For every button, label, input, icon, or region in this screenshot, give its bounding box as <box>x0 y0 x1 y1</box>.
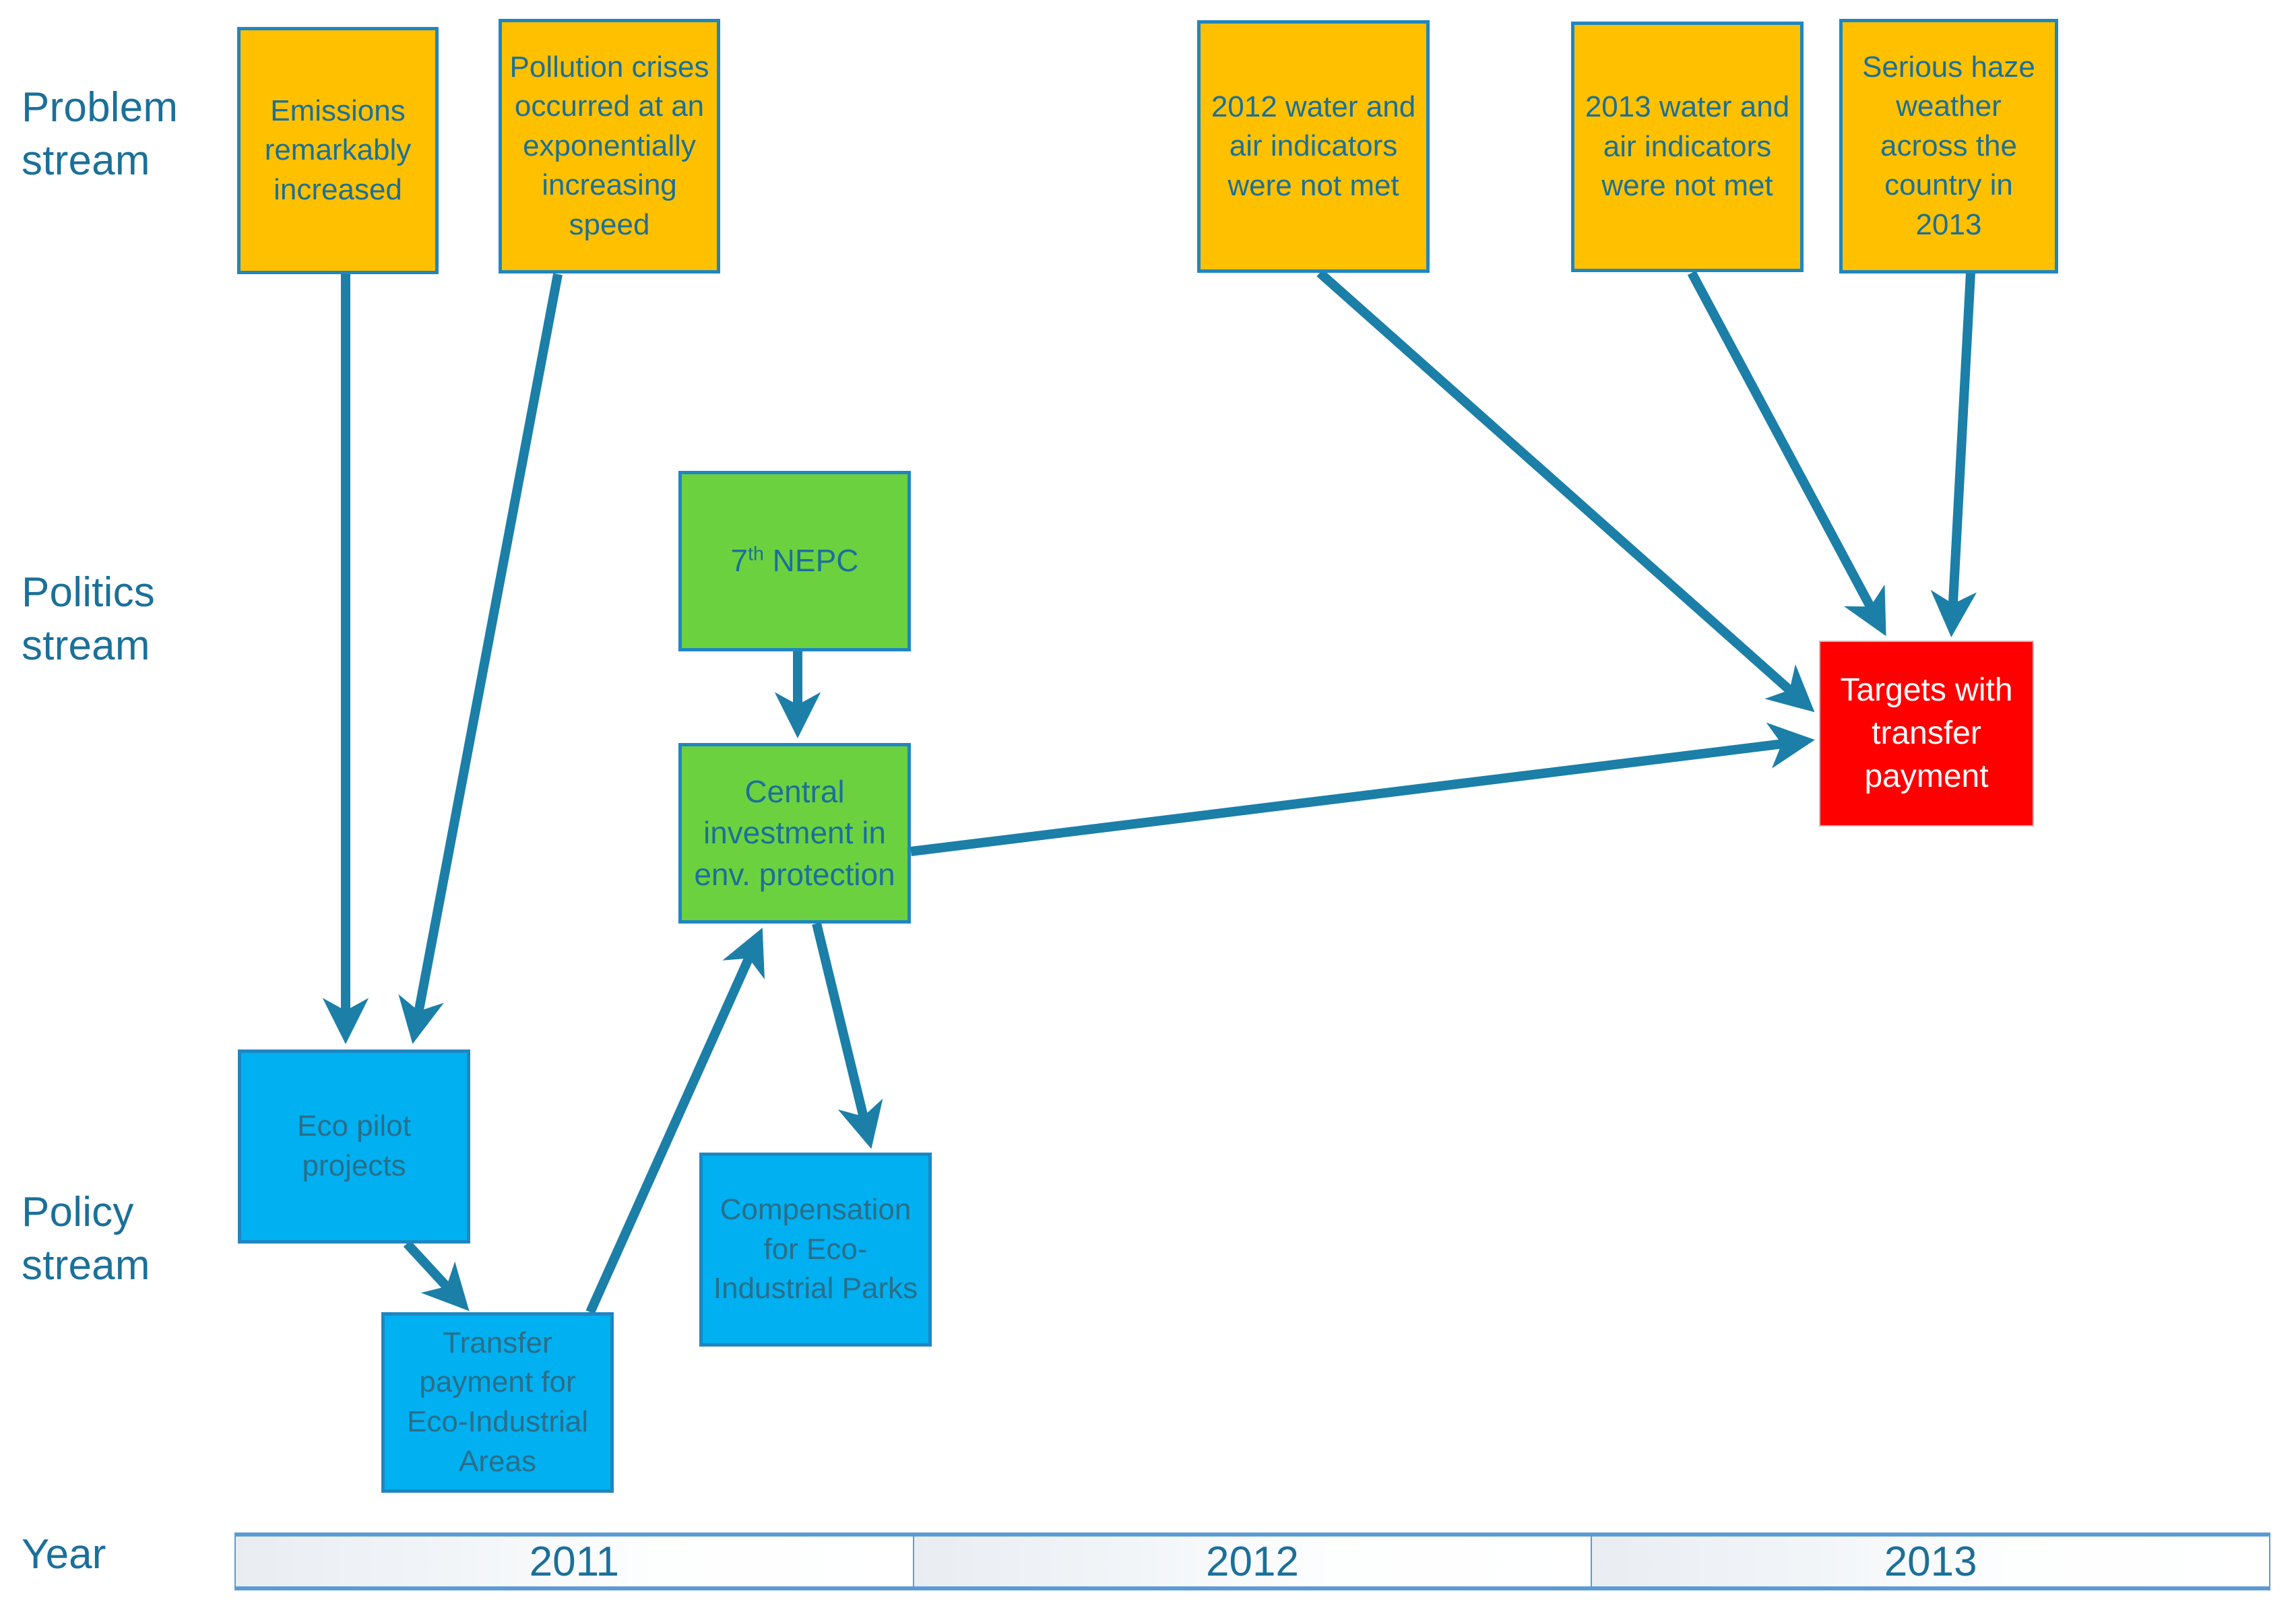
timeline-row-label: Year <box>22 1531 106 1578</box>
stream-label-policy: Policy stream <box>22 1189 150 1289</box>
node-label: Emissions remarkably increased <box>264 94 412 206</box>
node-label: Eco pilot projects <box>297 1109 411 1182</box>
arrow-water2013-to-targets <box>1687 270 1886 637</box>
node-serious-haze-weather[interactable]: Serious haze weather across the country … <box>1839 19 2058 273</box>
stream-label-problem: Problem stream <box>22 84 179 185</box>
stream-label-politics: Politics stream <box>22 569 155 670</box>
node-targets-with-transfer-payment[interactable]: Targets with transfer payment <box>1819 641 2034 827</box>
timeline-cell-2011[interactable]: 2011 <box>234 1532 914 1590</box>
node-label: 7th NEPC <box>730 543 859 579</box>
node-transfer-payment-eco-industrial-areas[interactable]: Transfer payment for Eco-Industrial Area… <box>381 1312 614 1493</box>
node-emissions-remarkably-increased[interactable]: Emissions remarkably increased <box>237 27 439 274</box>
arrow-central-to-compensation <box>812 922 883 1149</box>
node-label: 2013 water and air indicators were not m… <box>1585 90 1790 203</box>
node-compensation-eco-industrial-parks[interactable]: Compensation for Eco-Industrial Parks <box>699 1153 932 1347</box>
node-label: Targets with transfer payment <box>1840 672 2013 794</box>
node-label: Compensation for Eco-Industrial Parks <box>713 1193 918 1305</box>
arrow-water2012-to-targets <box>1316 269 1815 713</box>
node-2012-water-air-indicators[interactable]: 2012 water and air indicators were not m… <box>1197 20 1430 273</box>
node-2013-water-air-indicators[interactable]: 2013 water and air indicators were not m… <box>1571 22 1804 272</box>
node-7th-nepc[interactable]: 7th NEPC <box>678 471 911 651</box>
node-label: Transfer payment for Eco-Industrial Area… <box>406 1326 588 1478</box>
node-label: Central investment in env. protection <box>694 774 895 892</box>
arrow-ecopilot-to-transfer <box>403 1240 470 1312</box>
node-pollution-crises[interactable]: Pollution crises occurred at an exponent… <box>499 19 720 273</box>
timeline-cell-2013[interactable]: 2013 <box>1592 1532 2271 1590</box>
arrow-haze-to-targets <box>1930 272 1977 637</box>
arrow-central-to-targets <box>910 722 1815 856</box>
node-label: Serious haze weather across the country … <box>1862 50 2035 241</box>
node-eco-pilot-projects[interactable]: Eco pilot projects <box>238 1050 470 1244</box>
node-central-investment-env-protection[interactable]: Central investment in env. protection <box>678 743 911 924</box>
timeline-axis: 2011 2012 2013 <box>234 1532 2271 1590</box>
node-label: 2012 water and air indicators were not m… <box>1211 90 1416 202</box>
timeline-cell-2012[interactable]: 2012 <box>914 1532 1593 1590</box>
node-label: Pollution crises occurred at an exponent… <box>509 50 709 241</box>
arrow-pollution-to-ecopilot <box>398 273 563 1044</box>
